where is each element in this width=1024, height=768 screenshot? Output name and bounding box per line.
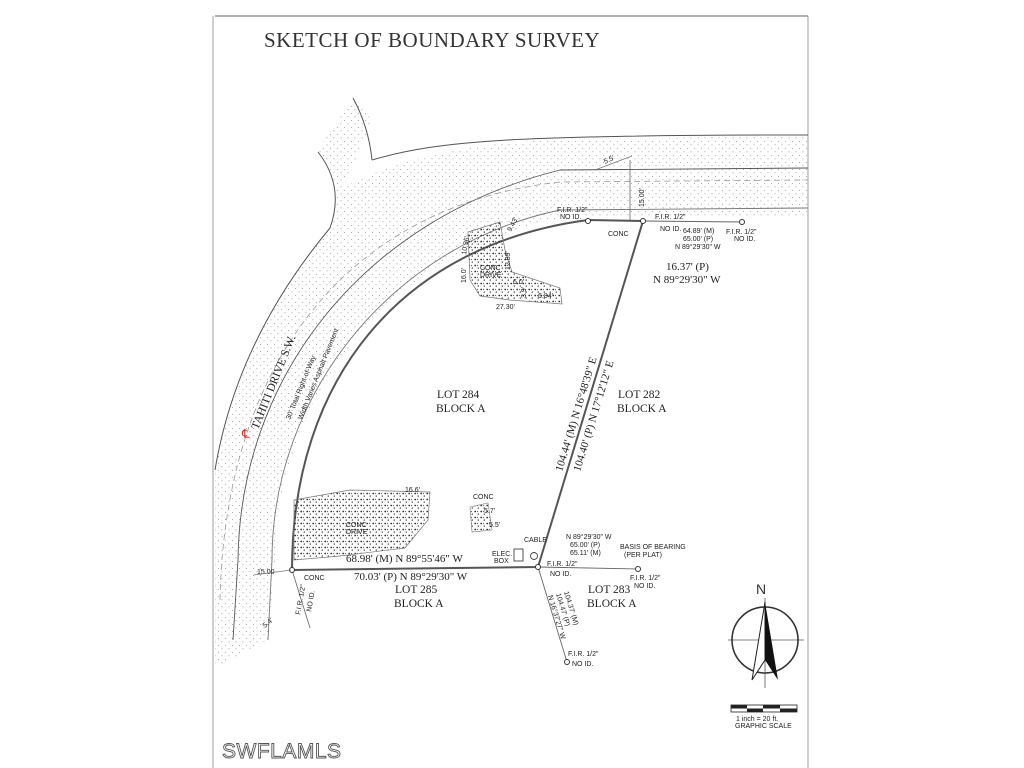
fir-sw-id: NO ID. (306, 590, 317, 612)
fir-marker-ne-east (739, 219, 745, 225)
se-distance-plat: 65.00' (P) (570, 542, 600, 549)
south-bearing-measured: 68.98' (M) N 89°55'46" W (346, 553, 463, 565)
fir-marker-se (535, 564, 541, 570)
south-drive-label-2: DRIVE (346, 529, 368, 536)
ne-conc-label: CONC (608, 231, 629, 238)
graphic-scale-bar (730, 704, 798, 713)
row-line (232, 167, 808, 641)
property-boundary (290, 218, 645, 572)
drive-dim: 5.5' (489, 522, 500, 529)
fir-marker-se-east (635, 566, 641, 572)
pavement-inner-edge (267, 207, 808, 641)
north-concrete-drive (467, 221, 563, 305)
lot-283-label: LOT 283 (588, 584, 631, 596)
lot-285-block: BLOCK A (394, 598, 444, 610)
sw-setback-dim (253, 569, 292, 576)
north-arrow (728, 598, 804, 688)
ne-setback: 15.00' (639, 188, 646, 207)
north-drive-label: CONC (480, 265, 501, 272)
fir-south-id: NO ID. (572, 661, 593, 668)
fir-ne-id: NO ID. (660, 226, 681, 233)
survey-title: SKETCH OF BOUNDARY SURVEY (264, 28, 600, 52)
elec-box-label-2: BOX (494, 558, 509, 565)
south-drive-label: CONC (346, 522, 367, 529)
centerline-symbol: ℄ (241, 427, 250, 441)
north-label: N (756, 581, 766, 597)
fir-ne-east-id: NO ID. (734, 236, 755, 243)
fir-south-label: F.I.R. 1/2" (568, 651, 599, 658)
conc-pad-label: CONC (473, 494, 494, 501)
drive-dim: 6.84' (538, 293, 553, 300)
ne-offset-dim (594, 155, 633, 171)
road-pavement (215, 98, 808, 668)
ne-distance-plat: 65.00' (P) (683, 236, 713, 243)
drive-dim: 27.30' (496, 304, 515, 311)
road-edge-north (352, 97, 373, 161)
ne-road-offset: 5.5' (603, 155, 616, 166)
drive-dim: 3.9' (521, 287, 528, 298)
se-bearing: N 89°29'30" W (566, 533, 612, 541)
sw-conc-label: CONC (304, 575, 325, 582)
south-bearing-plat: 70.03' (P) N 89°29'30" W (354, 571, 468, 583)
fir-se-east-id: NO ID. (634, 583, 655, 590)
fir-north-label: F.I.R. 1/2" (557, 207, 588, 214)
se-distance-measured: 65.11' (M) (570, 550, 601, 557)
cable-pedestal (530, 552, 538, 560)
north-drive-label-2: DRIVE (480, 272, 502, 279)
fir-marker-ne (640, 218, 646, 224)
south-concrete-drive (293, 489, 431, 561)
lot-282-block: BLOCK A (617, 403, 667, 415)
scale-ratio: 1 inch = 20 ft. (736, 716, 778, 723)
ne-bearing: N 89°29'30" W (675, 243, 721, 251)
s-extension (537, 566, 568, 663)
north-plat-bearing: N 89°29'30" W (653, 274, 721, 286)
basis-per-plat: (PER PLAT) (624, 552, 662, 559)
mls-watermark: SWFLAMLS (222, 740, 342, 763)
fir-ne-east-label: F.I.R. 1/2" (726, 229, 757, 236)
fir-marker-north (585, 218, 591, 224)
road-centerline (219, 179, 808, 601)
fir-se-east-label: F.I.R. 1/2" (630, 575, 661, 582)
fir-marker-south (564, 659, 570, 665)
lot-284-label: LOT 284 (437, 389, 480, 401)
elec-box-label: ELEC. (492, 551, 512, 558)
lot-284-block: BLOCK A (436, 403, 486, 415)
lot-282-label: LOT 282 (618, 389, 661, 401)
fir-se-label: F.I.R. 1/2" (547, 561, 578, 568)
drive-dim: 16.6' (405, 487, 420, 494)
concrete-pad (469, 502, 493, 533)
sw-extension (291, 569, 311, 629)
scale-label: GRAPHIC SCALE (735, 723, 792, 730)
drive-dim: 10.36' (461, 236, 471, 256)
road-edge-outer (214, 151, 336, 471)
drive-dim: 16.0' (461, 268, 468, 283)
ne-distance-measured: 64.89' (M) (683, 228, 714, 235)
sw-setback: 15.00 (257, 569, 275, 576)
lot-283-block: BLOCK A (587, 598, 637, 610)
drive-dim: 5.7' (484, 508, 495, 515)
cable-label: CABLE (524, 537, 547, 544)
drive-dim: 12.89' (505, 251, 512, 270)
lot-285-label: LOT 285 (395, 584, 438, 596)
fir-se-id: NO ID. (550, 571, 571, 578)
ne-extension (642, 220, 743, 223)
road-edge-far (371, 134, 808, 161)
se-extension (537, 566, 639, 570)
fir-north-id: NO ID. (560, 214, 581, 221)
basis-of-bearing: BASIS OF BEARING (620, 544, 686, 551)
elec-box (513, 548, 524, 562)
drive-dim: 6.0' (513, 279, 524, 286)
north-plat-distance: 16.37' (P) (666, 261, 709, 273)
fir-ne-label: F.I.R. 1/2" (655, 214, 686, 221)
